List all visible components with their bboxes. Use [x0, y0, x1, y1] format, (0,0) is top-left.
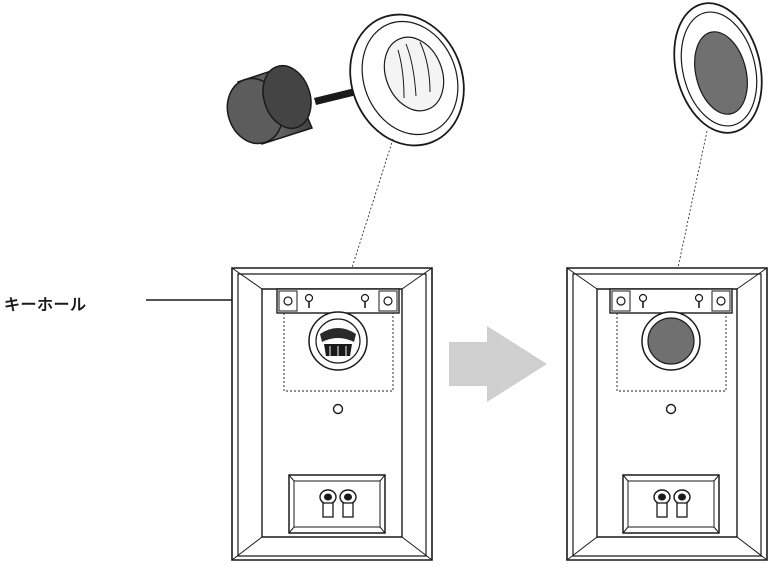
- port-flange-empty: [349, 13, 465, 147]
- binding-post-icon: [653, 489, 671, 518]
- screw-icon: [283, 296, 293, 306]
- binding-post-icon: [339, 489, 357, 518]
- port-flange-plugged: [673, 2, 763, 134]
- screw-icon: [616, 296, 626, 306]
- screw-icon: [383, 296, 393, 306]
- keyhole-icon: [360, 293, 370, 308]
- speaker-back-after: [566, 267, 768, 561]
- mounting-screw-icon: [332, 403, 344, 415]
- keyhole-bracket: [276, 288, 400, 314]
- mounting-screw-icon: [665, 403, 677, 415]
- bass-port-plugged: [641, 311, 701, 371]
- keyhole-icon: [694, 293, 704, 308]
- port-cutout-outline: [283, 312, 394, 392]
- binding-post-icon: [673, 489, 691, 518]
- keyhole-bracket: [609, 288, 733, 314]
- speaker-back-before: [231, 267, 433, 561]
- binding-post-icon: [319, 489, 337, 518]
- port-cutout-outline: [616, 312, 727, 392]
- speaker-terminal-panel: [288, 474, 386, 534]
- keyhole-callout-label: キーホール: [4, 295, 87, 314]
- right-arrow-icon: [449, 326, 547, 402]
- keyhole-icon: [638, 293, 648, 308]
- screw-icon: [716, 296, 726, 306]
- speaker-terminal-panel: [622, 474, 720, 534]
- keyhole-icon: [304, 293, 314, 308]
- foam-plug: [226, 64, 314, 145]
- bass-port-open: [308, 311, 368, 371]
